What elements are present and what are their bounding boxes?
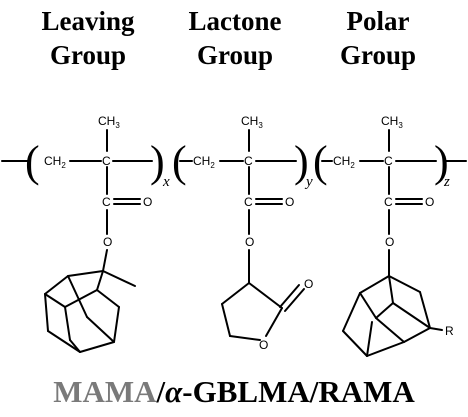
backbone-carbon-2: C: [244, 154, 253, 168]
terpolymer-structure: ( CH2 C ) x ( CH2 C ) y ( CH2 C ) z CH3 …: [1, 114, 467, 357]
close-paren-1: ): [150, 137, 165, 186]
methylene-label-1: CH2: [44, 154, 66, 170]
pendant-ester-3: CH3 C O O: [381, 114, 434, 277]
subscript-z: z: [443, 174, 450, 190]
caption-alpha: α: [165, 374, 183, 409]
backbone-carbon-3: C: [384, 154, 393, 168]
lactone-ring: O O: [221, 277, 313, 352]
substituted-adamantyl-ring: R: [342, 275, 454, 357]
header-lactone-line2: Group: [196, 40, 274, 70]
open-paren-3: (: [313, 137, 328, 186]
carbonyl-carbon-2: C: [244, 195, 253, 209]
header-polar-line1: Polar: [346, 6, 410, 36]
methyladamantyl-ring: [44, 270, 136, 353]
polymer-caption: MAMA/α-GBLMA/RAMA: [0, 372, 468, 412]
close-paren-3: ): [434, 137, 449, 186]
subscript-x: x: [162, 174, 170, 190]
open-paren-1: (: [25, 137, 40, 186]
header-leaving-line2: Group: [49, 40, 127, 70]
ester-oxygen-1: O: [103, 235, 112, 249]
header-polar-line2: Group: [339, 40, 417, 70]
subscript-y: y: [304, 174, 313, 190]
backbone-carbon-1: C: [102, 154, 111, 168]
lactone-carbonyl-oxygen: O: [304, 277, 313, 291]
pendant-ester-2: CH3 C O O: [241, 114, 294, 284]
header-polar-group: Polar Group: [313, 4, 443, 72]
lactone-ring-oxygen: O: [259, 338, 268, 352]
pendant-ester-1: CH3 C O O: [98, 114, 152, 272]
methyl-label-3: CH3: [381, 114, 403, 130]
polymer-backbone: ( CH2 C ) x ( CH2 C ) y ( CH2 C ) z: [1, 137, 467, 190]
caption-separator-1: /: [156, 374, 166, 409]
carbonyl-oxygen-3: O: [425, 195, 434, 209]
methylene-label-2: CH2: [193, 154, 215, 170]
carbonyl-oxygen-2: O: [285, 195, 294, 209]
header-leaving-group: Leaving Group: [23, 4, 153, 72]
ester-oxygen-3: O: [385, 235, 394, 249]
methyl-label-1: CH3: [98, 114, 120, 130]
substituent-r: R: [445, 324, 454, 338]
close-paren-2: ): [294, 137, 309, 186]
caption-separator-2: /: [309, 374, 319, 409]
carbonyl-oxygen-1: O: [143, 195, 152, 209]
caption-mama: MAMA: [53, 374, 157, 409]
caption-gblma: -GBLMA: [182, 374, 310, 409]
header-leaving-line1: Leaving: [41, 6, 135, 36]
caption-rama: RAMA: [318, 374, 415, 409]
ester-oxygen-2: O: [245, 235, 254, 249]
methylene-label-3: CH2: [333, 154, 355, 170]
carbonyl-carbon-1: C: [102, 195, 111, 209]
header-lactone-line1: Lactone: [188, 6, 282, 36]
header-lactone-group: Lactone Group: [170, 4, 300, 72]
carbonyl-carbon-3: C: [384, 195, 393, 209]
methyl-label-2: CH3: [241, 114, 263, 130]
